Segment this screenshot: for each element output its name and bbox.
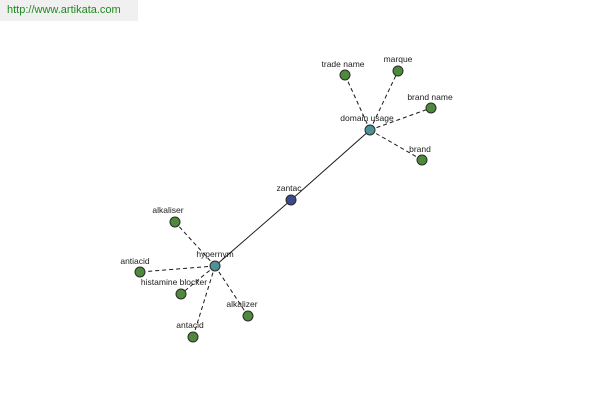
node-histamine-blocker[interactable] (175, 288, 187, 300)
source-link[interactable]: http://www.artikata.com (0, 0, 138, 21)
node-antacid[interactable] (187, 331, 199, 343)
edge-hypernym-to-alkaliser (174, 221, 216, 267)
edges-layer (139, 70, 432, 338)
node-label-brand: brand (409, 144, 431, 154)
node-label-trade-name: trade name (322, 59, 365, 69)
node-label-brand-name: brand name (407, 92, 453, 102)
node-label-alkaliser: alkaliser (152, 205, 183, 215)
node-label-marque: marque (384, 54, 413, 64)
edge-domain-usage-to-brand-name (369, 107, 432, 131)
node-alkaliser[interactable] (169, 216, 181, 228)
node-brand[interactable] (416, 154, 428, 166)
node-antiacid[interactable] (134, 266, 146, 278)
node-label-antacid: antacid (176, 320, 204, 330)
node-label-antiacid: antiacid (120, 256, 150, 266)
edge-hypernym-to-antacid (192, 265, 216, 338)
labels-layer: zantac domain usage hypernym trade name marq… (120, 54, 453, 330)
node-brand-name[interactable] (425, 102, 437, 114)
edge-zantac-to-hypernym (214, 199, 292, 267)
node-label-zantac: zantac (276, 183, 302, 193)
edge-domain-usage-to-trade-name (344, 74, 371, 131)
node-label-domain-usage: domain usage (340, 113, 394, 123)
node-hypernym[interactable] (209, 260, 221, 272)
edge-zantac-to-domain-usage (290, 129, 371, 201)
edge-domain-usage-to-marque (369, 70, 399, 131)
node-label-alkalizer: alkalizer (226, 299, 257, 309)
node-trade-name[interactable] (339, 69, 351, 81)
node-label-hypernym: hypernym (196, 249, 233, 259)
edge-hypernym-to-alkalizer (214, 265, 249, 317)
node-label-histamine-blocker: histamine blocker (141, 277, 207, 287)
node-alkalizer[interactable] (242, 310, 254, 322)
node-domain-usage[interactable] (364, 124, 376, 136)
edge-hypernym-to-histamine-blocker (180, 265, 216, 295)
nodes-layer (134, 65, 437, 343)
node-marque[interactable] (392, 65, 404, 77)
node-zantac[interactable] (285, 194, 297, 206)
edge-domain-usage-to-brand (369, 129, 423, 161)
edge-hypernym-to-antiacid (139, 265, 216, 273)
